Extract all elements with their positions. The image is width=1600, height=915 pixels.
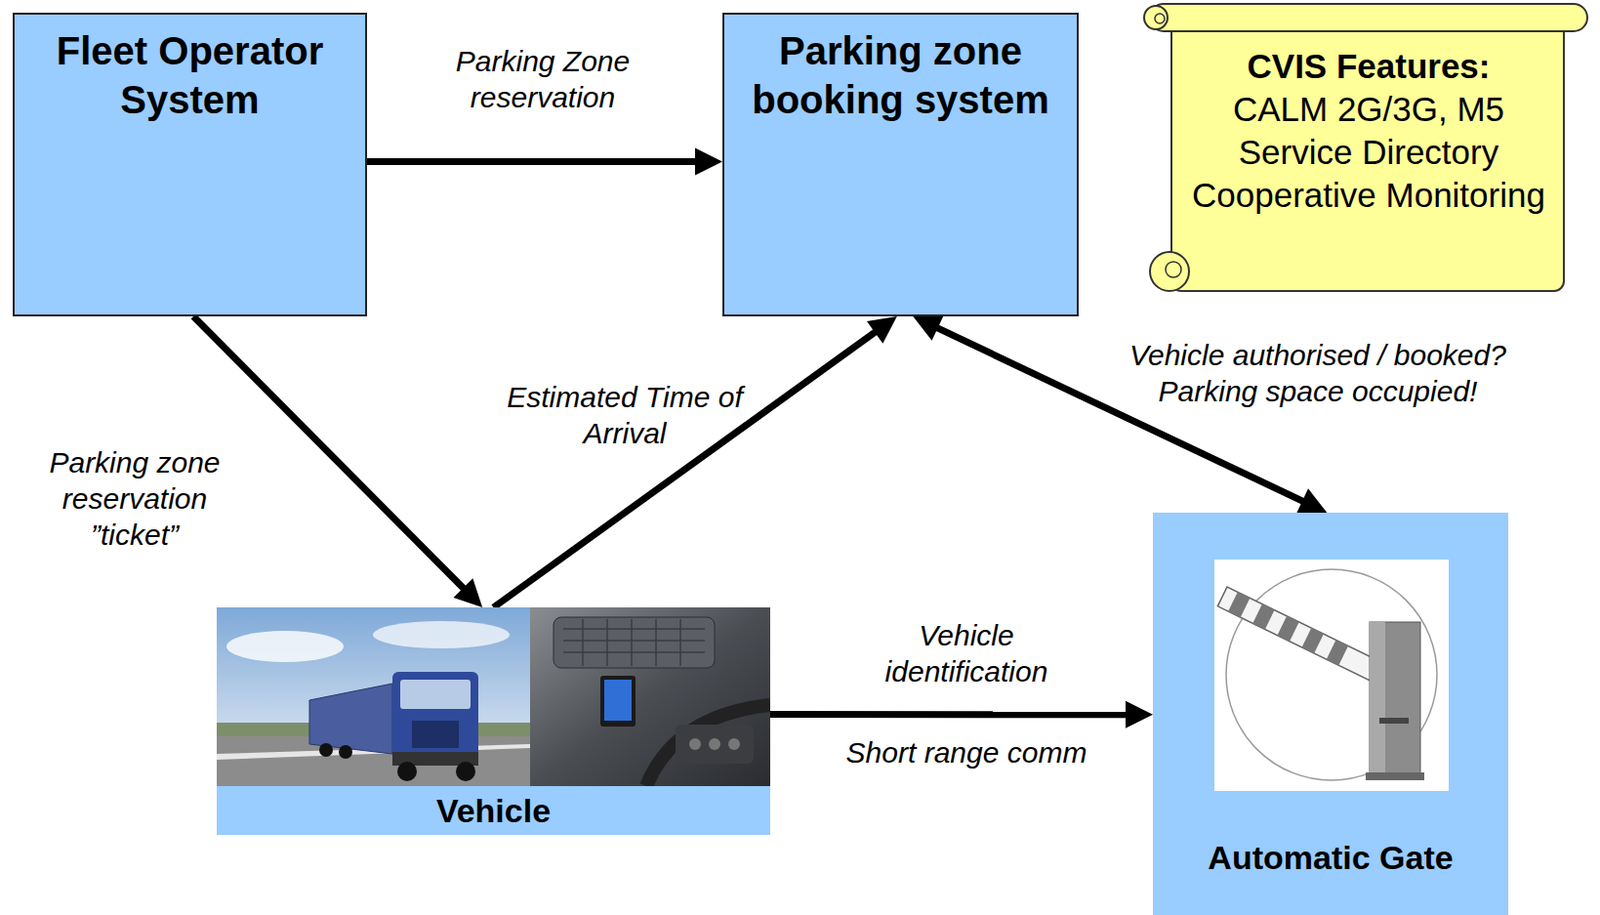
vehicle-node: Vehicle xyxy=(216,607,771,835)
edge-label: Estimated Time of Arrival xyxy=(488,378,762,452)
note-item: Cooperative Monitoring xyxy=(1191,173,1546,217)
text-area: Fleet Operator System xyxy=(14,26,366,124)
edge-label: Vehicle authorised / booked? Parking spa… xyxy=(1103,336,1533,410)
note-scroll: CVIS Features:CALM 2G/3G, M5Service Dire… xyxy=(1134,0,1594,296)
edge-label: Vehicle identification xyxy=(859,616,1074,690)
note-item: CALM 2G/3G, M5 xyxy=(1232,87,1505,131)
note-item: Service Directory xyxy=(1238,130,1499,174)
barrier-gate-picture xyxy=(1152,512,1509,825)
connector-arrow xyxy=(367,147,723,175)
node-title: Vehicle xyxy=(436,785,551,835)
connector-arrow xyxy=(493,316,898,608)
edge-label: Parking Zone reservation xyxy=(425,42,660,116)
text-area: Automatic Gate xyxy=(1152,832,1509,882)
system-box: Parking zone booking system xyxy=(722,12,1079,317)
text-area: CVIS Features:CALM 2G/3G, M5Service Dire… xyxy=(1173,44,1564,217)
gate-node: Automatic Gate xyxy=(1152,512,1509,915)
text-area: Parking zone booking system xyxy=(724,26,1077,124)
text-area: Vehicle xyxy=(216,785,771,835)
truck-photo xyxy=(216,607,771,786)
connector-arrow xyxy=(193,316,483,608)
link-note: Short range comm xyxy=(820,734,1113,771)
note-heading: CVIS Features: xyxy=(1247,44,1491,88)
edge-label: Parking zone reservation ”ticket” xyxy=(37,444,233,553)
system-box: Fleet Operator System xyxy=(12,12,368,317)
box-title: Fleet Operator System xyxy=(22,26,358,124)
connector-arrow xyxy=(770,700,1153,729)
node-title: Automatic Gate xyxy=(1207,832,1453,882)
box-title: Parking zone booking system xyxy=(732,26,1069,124)
